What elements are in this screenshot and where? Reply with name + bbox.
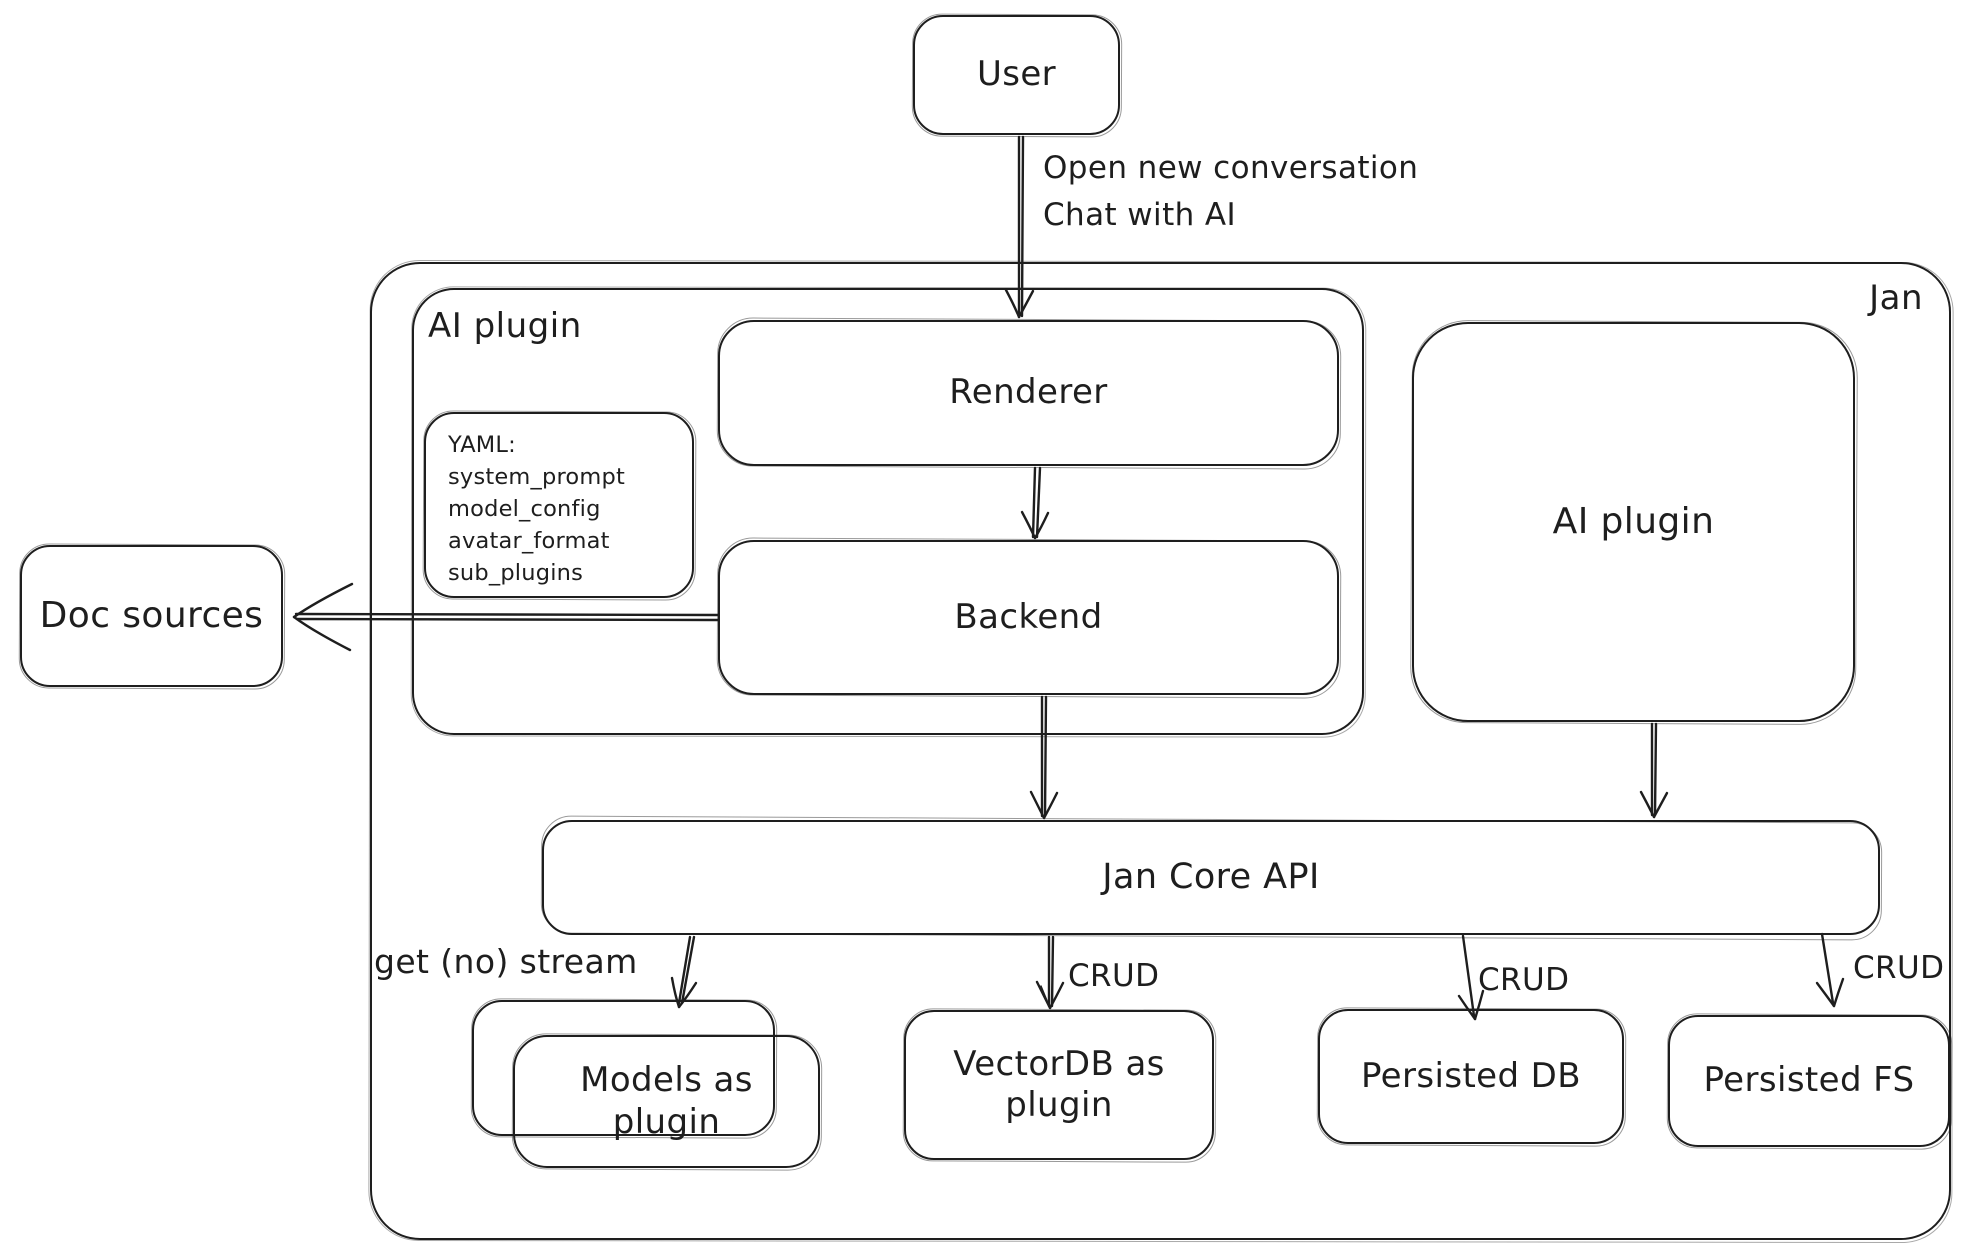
- jan-core-api-node-label: Jan Core API: [1102, 857, 1320, 898]
- ai-plugin-right-node: AI plugin: [1412, 322, 1855, 722]
- edge-label-line: Chat with AI: [1043, 197, 1237, 233]
- yaml-line: system_prompt: [448, 463, 626, 490]
- persisted-fs-label: Persisted FS: [1703, 1060, 1915, 1101]
- edge-label-get-no-stream: get (no) stream: [374, 942, 638, 981]
- edge-label-crud-persisted-fs: CRUD: [1853, 950, 1945, 986]
- jan-core-api-node: Jan Core API: [542, 820, 1880, 935]
- user-node: User: [913, 15, 1120, 135]
- yaml-note-text: YAML: system_prompt model_config avatar_…: [426, 414, 692, 596]
- persisted-fs-node: Persisted FS: [1668, 1015, 1950, 1147]
- persisted-db-node: Persisted DB: [1318, 1009, 1624, 1144]
- yaml-line: YAML:: [448, 432, 516, 458]
- doc-sources-node: Doc sources: [20, 545, 283, 687]
- yaml-line: sub_plugins: [448, 559, 584, 586]
- yaml-note: YAML: system_prompt model_config avatar_…: [424, 412, 694, 598]
- jan-container: Jan: [370, 262, 1951, 1240]
- models-as-plugin-label: Models as plugin: [580, 1060, 753, 1142]
- doc-sources-node-label: Doc sources: [39, 595, 264, 637]
- renderer-node: Renderer: [718, 320, 1339, 466]
- vectordb-as-plugin-node: VectorDB as plugin: [904, 1010, 1214, 1160]
- edge-label-open-conversation: Open new conversation Chat with AI: [1043, 150, 1418, 233]
- edge-label-line: Open new conversation: [1043, 150, 1419, 186]
- edge-label-crud-persisted-db: CRUD: [1478, 962, 1570, 998]
- vectordb-as-plugin-label: VectorDB as plugin: [953, 1043, 1165, 1125]
- edge-label-crud-vectordb: CRUD: [1068, 958, 1160, 994]
- renderer-node-label: Renderer: [949, 372, 1108, 413]
- backend-node: Backend: [718, 540, 1339, 695]
- persisted-db-label: Persisted DB: [1360, 1055, 1581, 1096]
- models-as-plugin-node: Models as plugin: [513, 1035, 820, 1168]
- jan-container-label: Jan: [1869, 278, 1923, 318]
- yaml-line: avatar_format: [448, 527, 610, 554]
- backend-node-label: Backend: [954, 596, 1103, 637]
- yaml-line: model_config: [448, 495, 601, 522]
- ai-plugin-left-container: AI plugin: [412, 288, 1364, 735]
- ai-plugin-right-node-label: AI plugin: [1552, 501, 1715, 543]
- user-node-label: User: [976, 54, 1057, 95]
- ai-plugin-left-label: AI plugin: [428, 306, 582, 346]
